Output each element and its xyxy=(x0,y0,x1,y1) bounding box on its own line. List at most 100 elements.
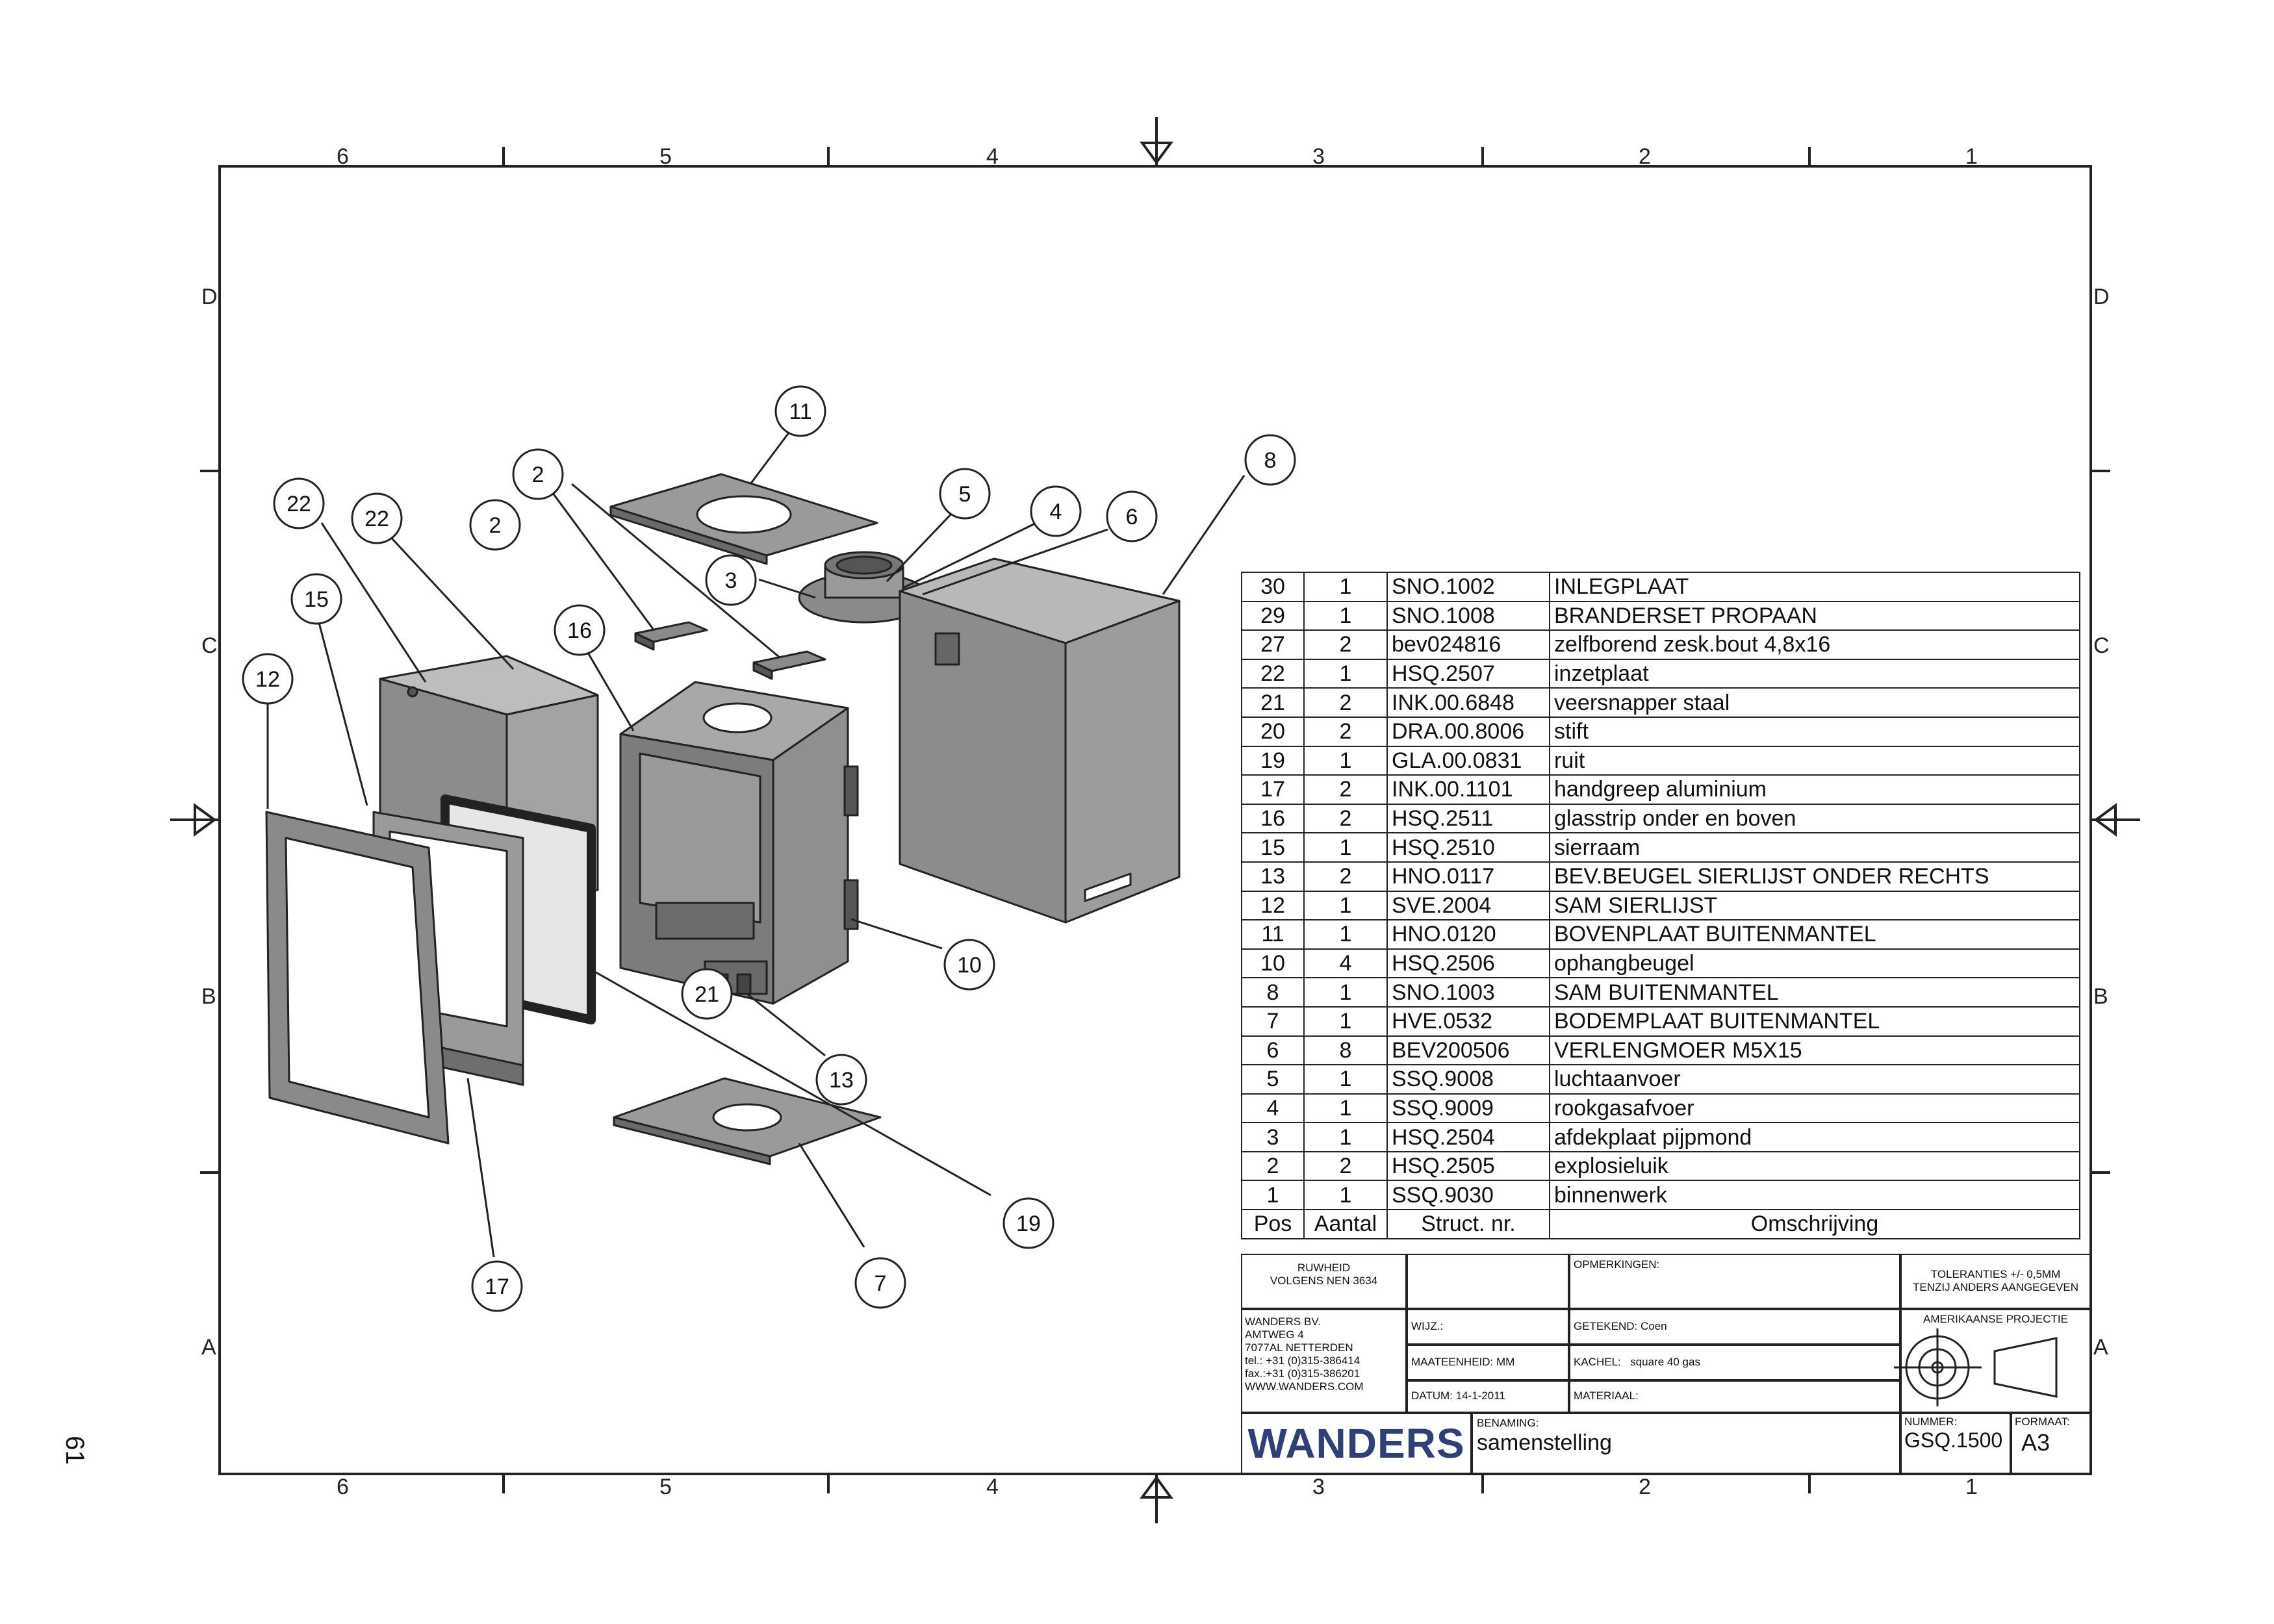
svg-text:22: 22 xyxy=(364,507,389,531)
zone-labels: 6 5 4 3 2 1 6 5 4 3 2 1 D C B A D C B A xyxy=(201,144,2110,1499)
part-outer-mantle xyxy=(899,557,1181,924)
tb-getekend-value: GETEKEND: Coen xyxy=(1574,1320,1667,1332)
tb-opmerkingen: OPMERKINGEN: xyxy=(1569,1254,1900,1309)
parts-cell-aantal: 1 xyxy=(1303,890,1388,921)
tb-company-1: AMTWEG 4 xyxy=(1245,1328,1304,1341)
zone-col-1-top: 1 xyxy=(1965,144,1978,169)
part-explosion-hatch-right xyxy=(752,650,826,680)
parts-cell-omschrijving: BOVENPLAAT BUITENMANTEL xyxy=(1549,919,2080,950)
part-explosion-hatch-left xyxy=(634,621,708,651)
exploded-parts xyxy=(265,473,1181,1165)
wanders-logo: WANDERS xyxy=(1247,1420,1465,1467)
zone-col-5-bottom: 5 xyxy=(659,1475,672,1499)
svg-text:8: 8 xyxy=(1264,448,1277,473)
svg-text:11: 11 xyxy=(789,400,811,424)
tb-maateenheid-value: MAATEENHEID: MM xyxy=(1411,1356,1515,1368)
parts-cell-aantal: 8 xyxy=(1303,1035,1388,1066)
parts-cell-pos: 22 xyxy=(1241,658,1305,689)
zone-row-a-right: A xyxy=(2093,1335,2108,1360)
tb-company-4: fax.:+31 (0)315-386201 xyxy=(1245,1367,1361,1380)
tb-formaat: FORMAAT: A3 xyxy=(2011,1413,2091,1474)
parts-cell-struct: SNO.1003 xyxy=(1386,977,1550,1008)
svg-text:2: 2 xyxy=(489,513,502,538)
zone-col-6-bottom: 6 xyxy=(337,1475,349,1499)
tb-nummer: NUMMER: GSQ.1500 xyxy=(1900,1413,2011,1474)
parts-cell-aantal: 1 xyxy=(1303,919,1388,950)
zone-col-5-top: 5 xyxy=(659,144,672,169)
part-inner-firebox xyxy=(619,681,859,1005)
tb-benaming-value: samenstelling xyxy=(1477,1430,1612,1455)
callout-5: 5 xyxy=(939,468,991,520)
svg-text:16: 16 xyxy=(567,618,592,643)
parts-cell-struct: SSQ.9030 xyxy=(1386,1180,1550,1211)
parts-cell-pos: 27 xyxy=(1241,629,1305,660)
parts-cell-pos: 10 xyxy=(1241,948,1305,979)
callout-22a: 22 xyxy=(273,477,325,529)
parts-cell-pos: 21 xyxy=(1241,687,1305,718)
tb-toleranties-1: TOLERANTIES +/- 0,5MM xyxy=(1930,1268,2061,1280)
parts-cell-pos: 16 xyxy=(1241,803,1305,834)
tb-ruwheid: RUWHEID VOLGENS NEN 3634 xyxy=(1241,1254,1407,1309)
zone-row-d-right: D xyxy=(2093,285,2110,309)
parts-cell-omschrijving: ophangbeugel xyxy=(1549,948,2080,979)
parts-header-struct: Struct. nr. xyxy=(1386,1209,1550,1239)
parts-cell-aantal: 2 xyxy=(1303,861,1388,892)
tb-maateenheid: MAATEENHEID: MM xyxy=(1407,1345,1569,1380)
parts-cell-aantal: 2 xyxy=(1303,687,1388,718)
tb-kachel-value: square 40 gas xyxy=(1630,1356,1700,1368)
parts-cell-pos: 29 xyxy=(1241,600,1305,631)
callout-2b: 2 xyxy=(469,499,521,551)
parts-cell-omschrijving: ruit xyxy=(1549,745,2080,776)
parts-cell-aantal: 4 xyxy=(1303,948,1388,979)
callouts: 11 2 2 22 22 5 4 6 8 3 15 16 12 10 21 13… xyxy=(242,385,1296,1312)
parts-cell-struct: INK.00.6848 xyxy=(1386,687,1550,718)
tb-datum-value: DATUM: 14-1-2011 xyxy=(1411,1389,1505,1402)
callout-11: 11 xyxy=(774,385,826,437)
zone-col-3-top: 3 xyxy=(1312,144,1325,169)
tb-blank-1 xyxy=(1407,1254,1569,1309)
parts-cell-omschrijving: BRANDERSET PROPAAN xyxy=(1549,600,2080,631)
parts-cell-aantal: 1 xyxy=(1303,572,1388,602)
parts-cell-struct: HSQ.2505 xyxy=(1386,1150,1550,1182)
zone-col-3-bottom: 3 xyxy=(1312,1475,1325,1499)
part-front-trim xyxy=(265,811,450,1145)
svg-text:6: 6 xyxy=(1126,505,1138,529)
tb-materiaal: MATERIAAL: xyxy=(1569,1380,1900,1413)
parts-cell-struct: HNO.0117 xyxy=(1386,861,1550,892)
callout-16: 16 xyxy=(554,604,606,656)
parts-cell-struct: HSQ.2504 xyxy=(1386,1122,1550,1152)
tb-projectie: AMERIKAANSE PROJECTIE xyxy=(1900,1309,2091,1413)
zone-col-4-bottom: 4 xyxy=(986,1475,999,1499)
parts-cell-omschrijving: zelfborend zesk.bout 4,8x16 xyxy=(1549,629,2080,660)
parts-cell-aantal: 1 xyxy=(1303,745,1388,776)
parts-cell-pos: 4 xyxy=(1241,1093,1305,1124)
parts-cell-omschrijving: stift xyxy=(1549,716,2080,747)
tb-opmerkingen-label: OPMERKINGEN: xyxy=(1574,1258,1660,1271)
tb-toleranties-2: TENZIJ ANDERS AANGEGEVEN xyxy=(1912,1281,2079,1293)
parts-cell-pos: 12 xyxy=(1241,890,1305,921)
tb-company-2: 7077AL NETTERDEN xyxy=(1245,1341,1353,1354)
svg-text:17: 17 xyxy=(485,1275,509,1299)
parts-cell-omschrijving: rookgasafvoer xyxy=(1549,1093,2080,1124)
svg-text:10: 10 xyxy=(957,953,982,978)
parts-cell-struct: BEV200506 xyxy=(1386,1035,1550,1066)
parts-cell-omschrijving: afdekplaat pijpmond xyxy=(1549,1122,2080,1152)
tb-company-3: tel.: +31 (0)315-386414 xyxy=(1245,1354,1361,1367)
callout-7: 7 xyxy=(854,1257,906,1309)
parts-cell-pos: 20 xyxy=(1241,716,1305,747)
tb-company-0: WANDERS BV. xyxy=(1245,1315,1321,1328)
parts-cell-struct: HVE.0532 xyxy=(1386,1006,1550,1037)
